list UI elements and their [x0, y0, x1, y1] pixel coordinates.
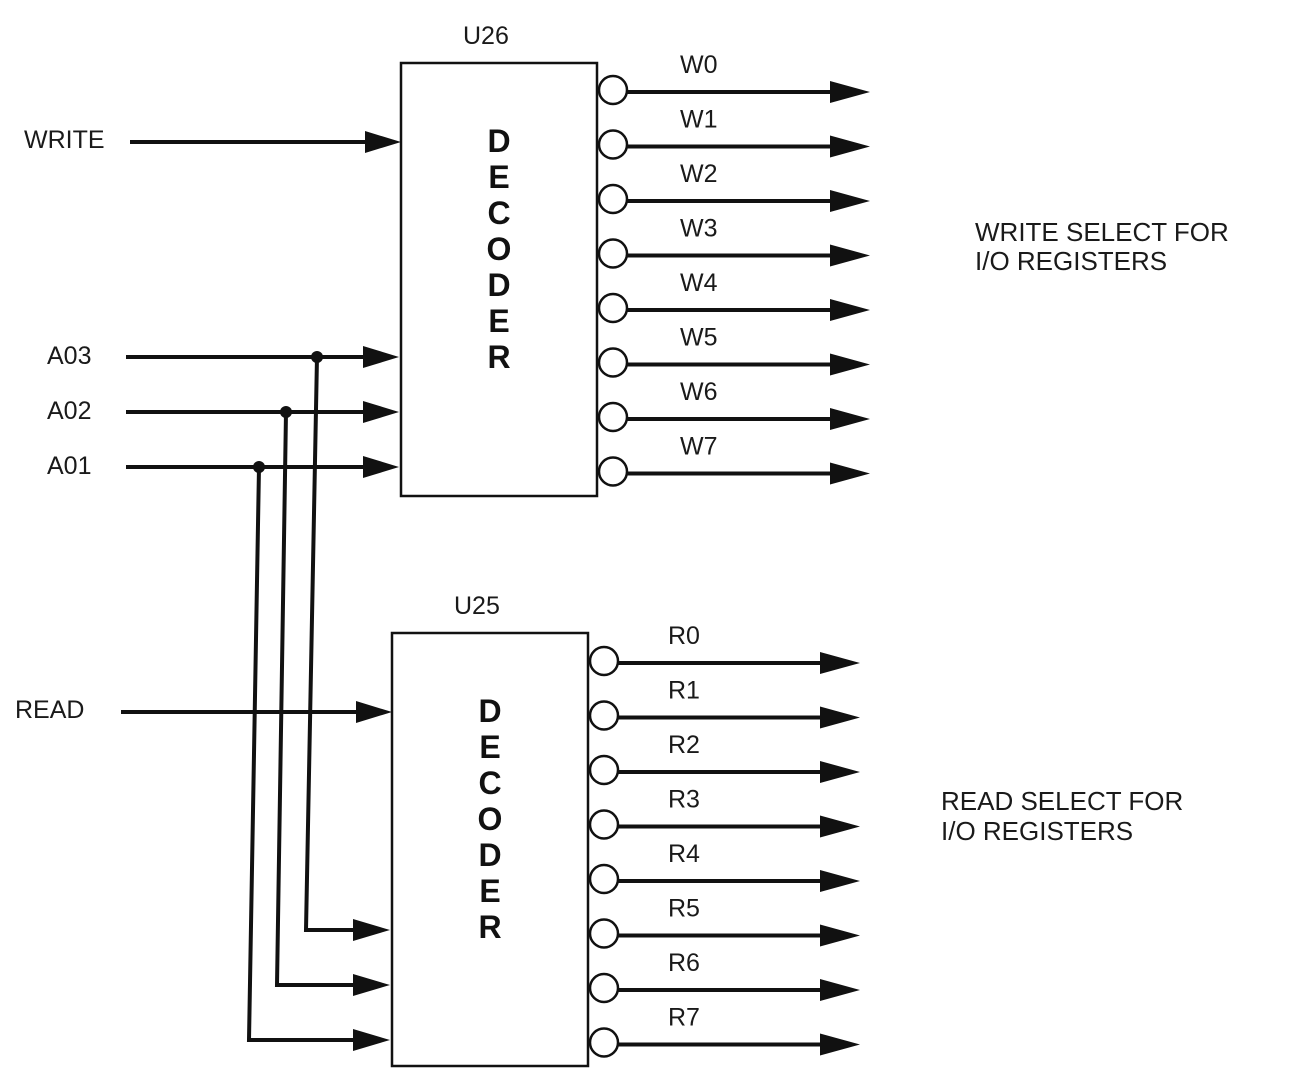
u26-title-letter: E	[488, 303, 509, 339]
a01-bus-wire	[246, 466, 356, 1042]
u26-title-letter: O	[487, 231, 512, 267]
u26-output-bubble	[597, 183, 629, 215]
u26-title-letter: C	[487, 195, 510, 231]
u25-title-letter: O	[478, 801, 503, 837]
u26-output-bubble	[597, 347, 629, 378]
a03-bus-wire	[303, 356, 356, 932]
u25-output-arrow	[820, 706, 860, 729]
u26-output-arrow	[830, 190, 870, 212]
u26-output-label: W6	[680, 378, 718, 406]
u26-output-label: W4	[680, 269, 718, 297]
u26-output-bubble	[597, 401, 629, 433]
u26-output-label: W2	[680, 160, 718, 188]
read-select-note-line1: READ SELECT FOR	[941, 786, 1183, 816]
u25-output-arrow	[820, 761, 860, 783]
u26-output-arrow	[830, 244, 870, 267]
u26-output-label: W3	[680, 215, 718, 243]
u26-output-arrow	[830, 299, 870, 321]
u26-title-letter: E	[488, 159, 509, 195]
u26-output-arrow	[830, 81, 870, 103]
u26-output-label: W7	[680, 433, 718, 461]
a03-arrow-u26	[363, 346, 399, 368]
u26-output-arrow	[830, 353, 870, 376]
u26-output-label: W5	[680, 324, 718, 352]
u26-output-bubble	[597, 292, 629, 324]
a02-arrow-u25	[353, 974, 390, 996]
u25-output-arrow	[820, 815, 860, 838]
write-input-label: WRITE	[24, 126, 105, 154]
u25-output-bubble	[588, 754, 620, 786]
u25-title-letter: E	[479, 873, 500, 909]
u26-ref-label: U26	[463, 22, 509, 50]
a02-arrow-u26	[363, 401, 399, 423]
u25-ref-label: U25	[454, 592, 500, 620]
u25-output-arrow	[820, 924, 860, 947]
u26-output-bubble	[597, 129, 629, 160]
u25-title-letter: D	[478, 693, 501, 729]
u25-output-label: R3	[668, 786, 700, 814]
u25-title-letter: D	[478, 837, 501, 873]
u25-output-bubble	[588, 1027, 620, 1058]
read-select-note-line2: I/O REGISTERS	[941, 816, 1133, 846]
u25-output-bubble	[588, 918, 620, 949]
u25-title-letter: E	[479, 729, 500, 765]
a01-arrow-u25	[353, 1029, 390, 1051]
a03-label: A03	[47, 342, 91, 370]
u25-title-letter: C	[478, 765, 501, 801]
u25-output-bubble	[588, 972, 620, 1004]
u25-output-bubble	[588, 863, 620, 895]
u25-output-arrow	[820, 652, 860, 674]
u25-output-label: R2	[668, 731, 700, 759]
write-select-note-line1: WRITE SELECT FOR	[975, 217, 1229, 247]
u26-title-letter: R	[487, 339, 510, 375]
u25-output-label: R0	[668, 622, 700, 650]
a02-label: A02	[47, 397, 91, 425]
u26-output-label: W1	[680, 106, 718, 134]
u26-title-letter: D	[487, 267, 510, 303]
u25-output-label: R1	[668, 677, 700, 705]
read-input-label: READ	[15, 696, 84, 724]
u26-output-bubble	[597, 456, 629, 487]
u26-output-bubble	[597, 74, 629, 106]
a03-arrow-u25	[353, 919, 390, 941]
u25-output-bubble	[588, 809, 620, 840]
u25-output-label: R4	[668, 840, 700, 868]
u26-output-arrow	[830, 135, 870, 158]
a02-bus-wire	[274, 411, 356, 987]
u26-output-bubble	[597, 238, 629, 269]
a01-label: A01	[47, 452, 91, 480]
u26-output-label: W0	[680, 51, 718, 79]
u26-output-arrow	[830, 462, 870, 485]
u26-title-letter: D	[487, 123, 510, 159]
u25-output-label: R5	[668, 895, 700, 923]
u25-output-arrow	[820, 870, 860, 892]
u26-output-arrow	[830, 408, 870, 430]
a01-arrow-u26	[363, 456, 399, 478]
u25-output-arrow	[820, 979, 860, 1001]
u25-output-label: R7	[668, 1004, 700, 1032]
write-select-note-line2: I/O REGISTERS	[975, 246, 1167, 276]
u25-title-letter: R	[478, 909, 501, 945]
u26-decoder-box	[399, 61, 599, 498]
u25-decoder-box	[390, 631, 590, 1068]
u25-output-label: R6	[668, 949, 700, 977]
u25-output-arrow	[820, 1033, 860, 1056]
write-input-arrow	[365, 131, 401, 153]
read-input-arrow	[356, 701, 392, 723]
u25-output-bubble	[588, 645, 620, 677]
u25-output-bubble	[588, 700, 620, 731]
